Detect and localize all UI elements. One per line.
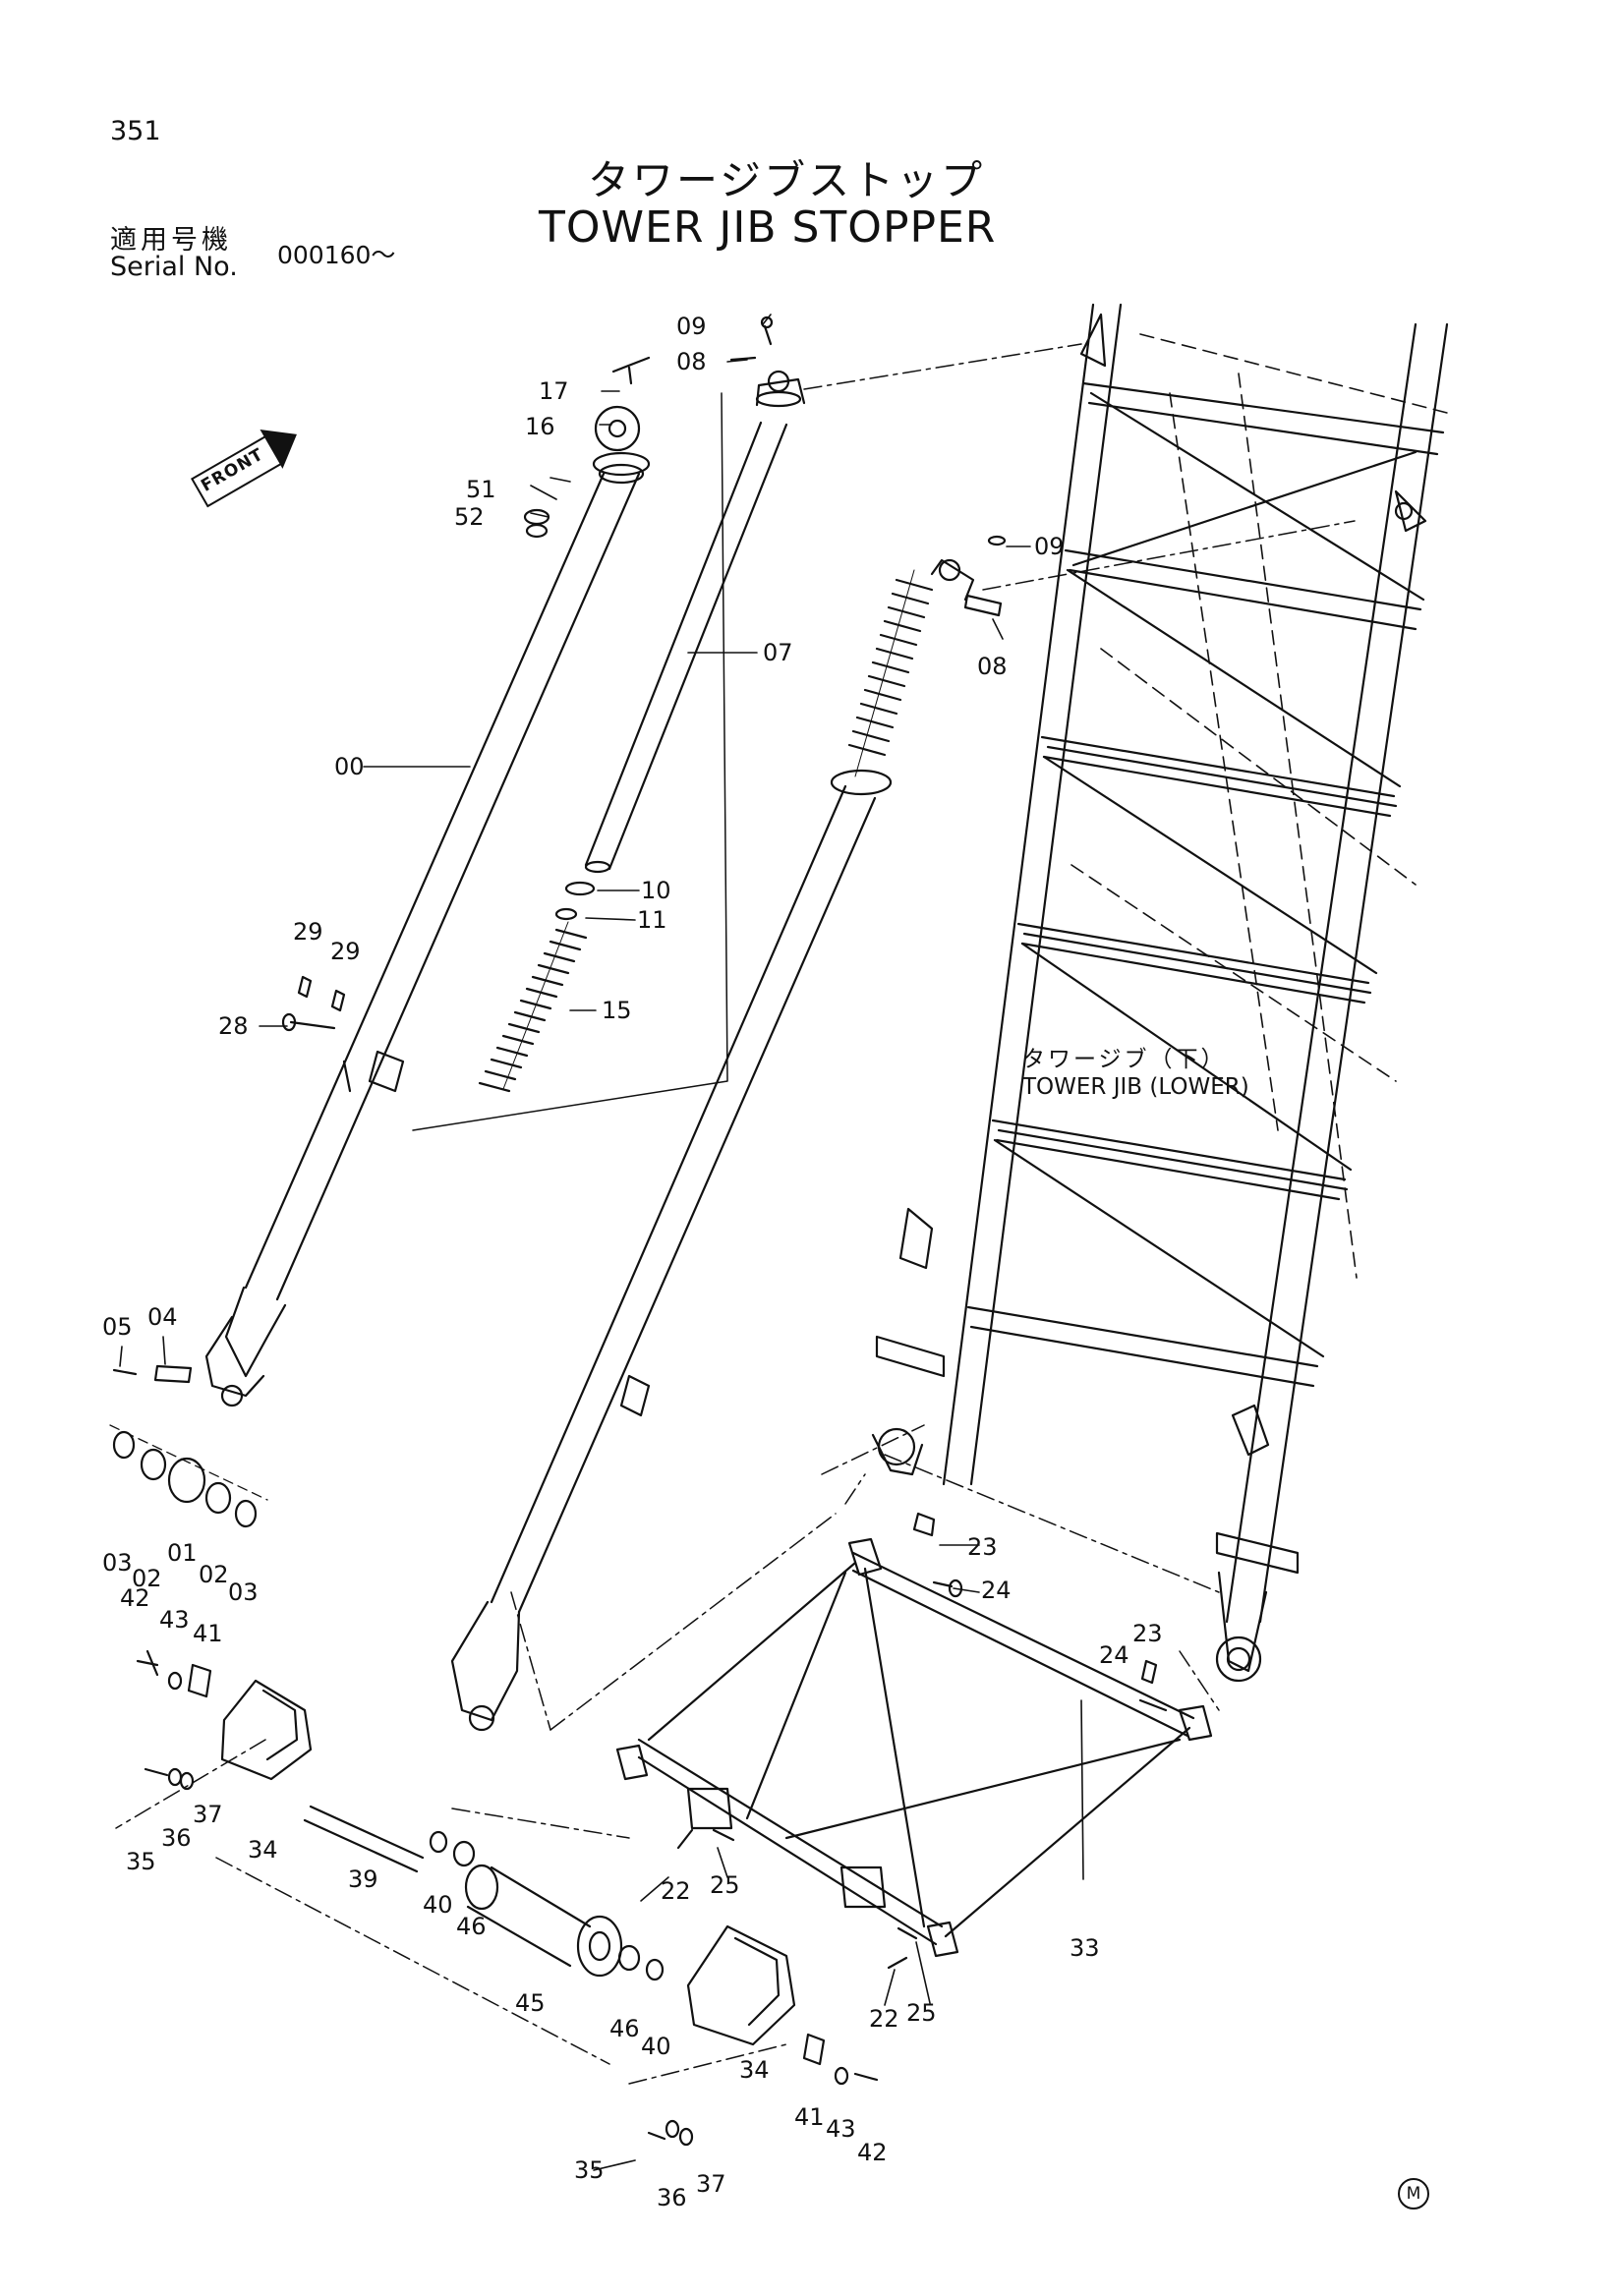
part-callout-36b: 36 — [657, 2184, 687, 2211]
part-callout-46a: 46 — [456, 1913, 487, 1940]
part-callout-40a: 40 — [423, 1891, 453, 1919]
tower-jib-lower-label-japanese: タワージブ（下） — [1022, 1047, 1227, 1072]
part-callout-11: 11 — [637, 906, 667, 934]
part-callout-25b: 25 — [906, 1999, 937, 2027]
serial-number-value: 000160～ — [277, 241, 396, 269]
part-callout-03a: 03 — [102, 1549, 133, 1577]
part-callout-09: 09 — [676, 313, 707, 340]
part-callout-40b: 40 — [641, 2033, 671, 2060]
part-callout-28: 28 — [218, 1012, 249, 1040]
part-callout-16: 16 — [525, 413, 555, 440]
part-callout-46b: 46 — [609, 2015, 640, 2042]
part-callout-24a: 24 — [981, 1577, 1012, 1604]
serial-label-english: Serial No. — [110, 252, 238, 282]
part-callout-43b: 43 — [826, 2115, 856, 2143]
part-callout-00: 00 — [334, 753, 365, 780]
callout-leaders — [119, 314, 1084, 2171]
part-callout-29a: 29 — [293, 918, 323, 946]
part-callout-23a: 23 — [967, 1533, 998, 1561]
bracket-34 — [220, 1679, 796, 2046]
part-callout-22a: 22 — [661, 1877, 691, 1905]
part-callout-24b: 24 — [1099, 1641, 1129, 1669]
phantom-lines — [115, 343, 1356, 2085]
part-callout-51: 51 — [466, 476, 496, 503]
stopper-frame-33 — [615, 1537, 1213, 1958]
corner-mark: M — [1398, 2178, 1429, 2210]
part-callout-04: 04 — [147, 1303, 178, 1331]
part-callout-41b: 41 — [794, 2103, 825, 2131]
page-number: 351 — [110, 116, 161, 146]
part-callout-08b: 08 — [977, 653, 1008, 680]
part-callout-07: 07 — [763, 639, 793, 666]
piston-rod-07 — [584, 370, 806, 874]
part-callout-33: 33 — [1070, 1934, 1100, 1962]
tower-jib-lattice — [871, 303, 1449, 1683]
small-hardware — [109, 316, 1168, 2147]
title-japanese: タワージブストップ — [588, 156, 986, 204]
part-callout-03b: 03 — [228, 1578, 259, 1606]
part-callout-43a: 43 — [159, 1606, 190, 1634]
cylinder-tube-middle — [450, 558, 975, 1732]
tower-jib-lower-label-english: TOWER JIB (LOWER) — [1022, 1074, 1249, 1100]
part-callout-15: 15 — [602, 997, 632, 1024]
part-callout-09b: 09 — [1034, 533, 1065, 560]
part-callout-35b: 35 — [574, 2156, 605, 2184]
part-callout-37b: 37 — [696, 2170, 726, 2198]
part-callout-01: 01 — [167, 1539, 198, 1567]
part-callout-17: 17 — [539, 377, 569, 405]
part-callout-39: 39 — [348, 1866, 378, 1893]
part-callout-52: 52 — [454, 503, 485, 531]
part-callout-34b: 34 — [739, 2056, 770, 2084]
part-callout-02b: 02 — [199, 1561, 229, 1588]
roller-45 — [303, 1805, 665, 1981]
part-callout-35a: 35 — [126, 1848, 156, 1875]
serial-label-japanese: 適用号機 — [110, 225, 232, 256]
part-callout-45: 45 — [515, 1989, 546, 2017]
cylinder-tube-00 — [204, 451, 651, 1407]
part-callout-02a: 02 — [132, 1565, 162, 1592]
part-callout-29b: 29 — [330, 938, 361, 965]
part-callout-10: 10 — [641, 877, 671, 904]
part-callout-25a: 25 — [710, 1871, 740, 1899]
part-callout-37a: 37 — [193, 1801, 223, 1828]
part-callout-22b: 22 — [869, 2005, 899, 2033]
part-callout-05: 05 — [102, 1313, 133, 1341]
part-callout-42b: 42 — [857, 2139, 888, 2166]
part-callout-34a: 34 — [248, 1836, 278, 1864]
part-callout-23b: 23 — [1132, 1620, 1163, 1647]
part-callout-08: 08 — [676, 348, 707, 375]
coil-spring-15 — [412, 392, 728, 1131]
title-english: TOWER JIB STOPPER — [539, 202, 997, 253]
part-callout-42a: 42 — [120, 1584, 150, 1612]
part-callout-36a: 36 — [161, 1824, 192, 1852]
part-callout-41a: 41 — [193, 1620, 223, 1647]
